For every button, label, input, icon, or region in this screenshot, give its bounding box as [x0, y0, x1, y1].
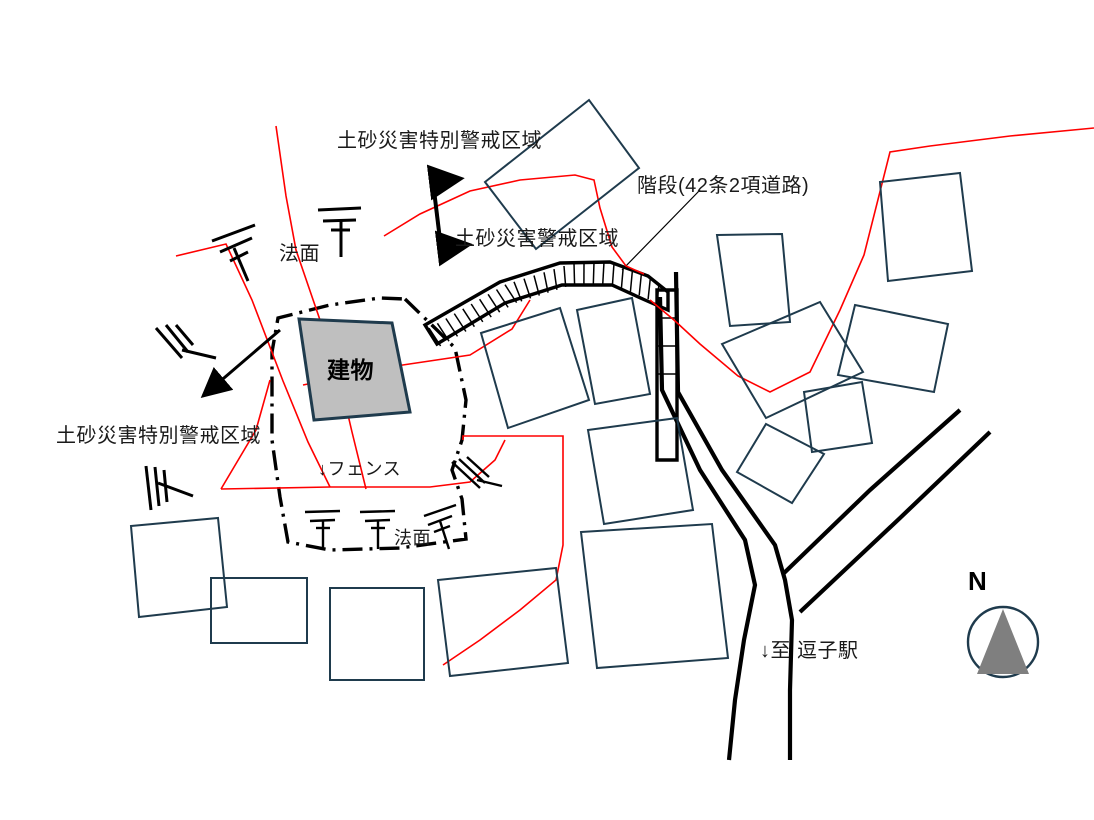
building-outline [720, 300, 865, 420]
slope-symbols [144, 206, 503, 550]
hazard-line-center-spur [442, 435, 564, 666]
label-to-station: ↓至 逗子駅 [760, 640, 859, 662]
neighbour-buildings [129, 98, 974, 681]
road-network [657, 271, 992, 761]
subject-building [297, 317, 412, 422]
building-outline [715, 232, 792, 328]
label-hazard-special-top: 土砂災害特別警戒区域 [337, 130, 542, 152]
slope-symbol [451, 456, 503, 489]
hazard-line-fence-left-stub [220, 379, 271, 490]
building-outline [586, 416, 695, 526]
building-outline [836, 303, 950, 394]
road-main-left-edge [657, 296, 758, 761]
building-outline [802, 380, 874, 454]
slope-symbol [144, 465, 194, 511]
building-outline [210, 577, 308, 644]
hazard-extent-arrow [426, 164, 473, 267]
slope-symbol [211, 223, 256, 282]
stairs-leader-line [621, 189, 701, 271]
label-hazard-warning: 土砂災害警戒区域 [455, 228, 619, 250]
label-hazard-special-left: 土砂災害特別警戒区域 [56, 425, 261, 447]
building-outline [878, 171, 974, 283]
compass-needle-icon [977, 609, 1029, 674]
slope-symbol [317, 206, 362, 257]
slope-symbol [304, 509, 341, 549]
stairs-shaft-outline [655, 288, 679, 462]
hazard-boundary-lines [175, 125, 1094, 666]
building-outline [436, 566, 570, 678]
building-outline [735, 422, 826, 505]
building-outline [579, 522, 730, 670]
building-outline [575, 296, 652, 406]
road-diagonal-lower [798, 430, 992, 614]
compass-rose [966, 605, 1040, 679]
parcel-boundary-dashdot [270, 296, 468, 552]
slope-symbol [154, 324, 217, 360]
slope-symbol [359, 509, 396, 549]
slope-symbol [423, 503, 457, 550]
hazard-line-fence-run [220, 439, 506, 490]
label-slope-top: 法面 [279, 243, 320, 265]
label-subject-building: 建物 [327, 357, 374, 383]
building-outline [129, 516, 229, 619]
hazard-line-east-of-stairs [649, 127, 1094, 393]
stairs-42-2-road [422, 189, 701, 462]
label-slope-bottom: 法面 [394, 528, 431, 548]
building-outline [479, 306, 591, 430]
building-outline [329, 587, 425, 681]
label-fence: ↓フェンス [318, 459, 402, 479]
building-outline [483, 98, 641, 251]
road-diagonal-upper [781, 408, 962, 576]
hazard-special-leader-arrow [200, 328, 281, 398]
road-main-right-edge [673, 271, 795, 760]
label-stairs-road: 階段(42条2項道路) [637, 175, 810, 197]
compass-north-label: N [968, 566, 987, 596]
